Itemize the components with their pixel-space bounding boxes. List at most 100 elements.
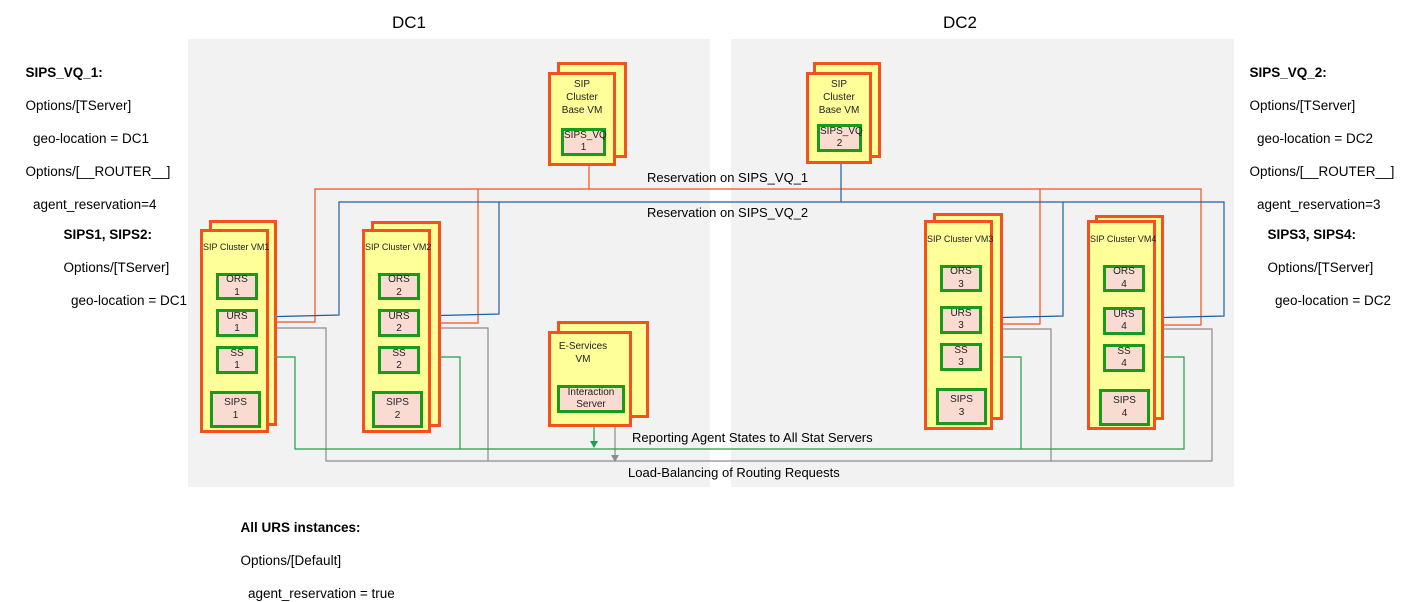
component-sips-vq-2[interactable]: SIPS_VQ 2 bbox=[817, 124, 863, 152]
component-name: URS bbox=[950, 307, 972, 319]
component-name: ORS bbox=[1113, 266, 1135, 277]
component-name: ORS bbox=[388, 274, 410, 285]
note-heading: SIPS3, SIPS4: bbox=[1267, 226, 1357, 242]
note-heading: SIPS_VQ_2: bbox=[1249, 64, 1327, 80]
component-name: Interaction bbox=[567, 386, 615, 398]
base-vm-2-title: SIP Cluster Base VM bbox=[818, 79, 860, 116]
component-index: 3 bbox=[958, 320, 964, 331]
component-name: URS bbox=[226, 310, 248, 322]
dc2-title: DC2 bbox=[942, 13, 977, 32]
reservation-vq2-wire bbox=[258, 150, 1225, 319]
note-line: Options/[TServer] bbox=[63, 259, 170, 275]
note-heading: All URS instances: bbox=[240, 519, 361, 535]
note-line: Options/[TServer] bbox=[1249, 97, 1356, 113]
note-line: agent_reservation=3 bbox=[1249, 196, 1381, 212]
component-index: 1 bbox=[232, 409, 239, 421]
component-index: 2 bbox=[396, 323, 402, 334]
component-index: 4 bbox=[1121, 358, 1127, 369]
note-line: Options/[__ROUTER__] bbox=[1249, 163, 1395, 179]
component-interaction-server[interactable]: Interaction Server bbox=[557, 385, 625, 413]
note-line: agent_reservation=4 bbox=[25, 196, 157, 212]
label-reporting: Reporting Agent States to All Stat Serve… bbox=[632, 430, 873, 445]
component-index: 4 bbox=[1121, 278, 1127, 290]
dc1-title: DC1 bbox=[391, 13, 426, 32]
note-line: geo-location = DC2 bbox=[1267, 292, 1391, 308]
note-line: agent_reservation = true bbox=[240, 585, 395, 601]
note-line: Options/[TServer] bbox=[25, 97, 132, 113]
note-sips12: SIPS1, SIPS2: Options/[TServer] geo-loca… bbox=[56, 210, 187, 309]
cluster-vm-4-title: SIP Cluster VM4 bbox=[1090, 234, 1157, 244]
component-name: SS bbox=[954, 344, 968, 356]
load-balancing-wire bbox=[259, 327, 1213, 462]
base-vm-1: SIP Cluster Base VM SIPS_VQ 1 bbox=[548, 72, 616, 166]
component-index: 2 bbox=[394, 409, 401, 421]
base-vm-1-title: SIP Cluster Base VM bbox=[561, 79, 603, 116]
note-sips-vq-1: SIPS_VQ_1: Options/[TServer] geo-locatio… bbox=[18, 48, 171, 213]
note-heading: SIPS_VQ_1: bbox=[25, 64, 103, 80]
note-line: Options/[Default] bbox=[240, 552, 342, 568]
component-name: ORS bbox=[950, 266, 972, 277]
component-index: 1 bbox=[234, 286, 240, 298]
component-index: Server bbox=[576, 399, 606, 410]
component-name: SIPS_VQ bbox=[564, 129, 607, 141]
component-index: 4 bbox=[1121, 407, 1128, 419]
component-index: 1 bbox=[580, 142, 587, 153]
note-line: geo-location = DC2 bbox=[1249, 130, 1373, 146]
component-name: SS bbox=[230, 347, 244, 359]
component-name: SIPS bbox=[386, 397, 409, 408]
component-name: ORS bbox=[226, 274, 248, 285]
component-index: 2 bbox=[396, 286, 402, 298]
cluster-vm-3-title: SIP Cluster VM3 bbox=[927, 234, 994, 244]
label-reservation-vq1: Reservation on SIPS_VQ_1 bbox=[647, 170, 809, 185]
component-name: URS bbox=[388, 310, 410, 322]
note-line: geo-location = DC1 bbox=[63, 292, 187, 308]
note-line: geo-location = DC1 bbox=[25, 130, 149, 146]
component-index: 1 bbox=[234, 360, 240, 371]
component-index: 1 bbox=[234, 323, 240, 334]
note-sips-vq-2: SIPS_VQ_2: Options/[TServer] geo-locatio… bbox=[1242, 48, 1395, 213]
component-index: 2 bbox=[396, 360, 402, 371]
component-index: 3 bbox=[958, 406, 965, 418]
component-index: 2 bbox=[836, 138, 843, 149]
component-name: SIPS_VQ bbox=[820, 125, 863, 137]
note-heading: SIPS1, SIPS2: bbox=[63, 226, 153, 242]
label-load-balancing: Load-Balancing of Routing Requests bbox=[628, 465, 840, 480]
component-index: 3 bbox=[958, 357, 964, 368]
component-name: SIPS bbox=[950, 394, 973, 405]
note-sips34: SIPS3, SIPS4: Options/[TServer] geo-loca… bbox=[1260, 210, 1391, 309]
component-name: SS bbox=[1117, 345, 1131, 357]
component-name: SS bbox=[392, 347, 406, 359]
eservices-vm-title: E-Services VM bbox=[558, 341, 608, 365]
component-sips-vq-1[interactable]: SIPS_VQ 1 bbox=[561, 128, 607, 156]
component-index: 3 bbox=[958, 278, 964, 290]
eservices-vm: E-Services VM Interaction Server bbox=[548, 331, 632, 427]
note-line: Options/[__ROUTER__] bbox=[25, 163, 171, 179]
base-vm-2: SIP Cluster Base VM SIPS_VQ 2 bbox=[806, 72, 872, 164]
cluster-vm-1-title: SIP Cluster VM1 bbox=[203, 242, 270, 252]
component-index: 4 bbox=[1121, 321, 1127, 332]
note-line: Options/[TServer] bbox=[1267, 259, 1374, 275]
component-name: URS bbox=[1113, 308, 1135, 320]
connection-wires bbox=[233, 150, 1225, 462]
component-name: SIPS bbox=[1113, 395, 1136, 406]
